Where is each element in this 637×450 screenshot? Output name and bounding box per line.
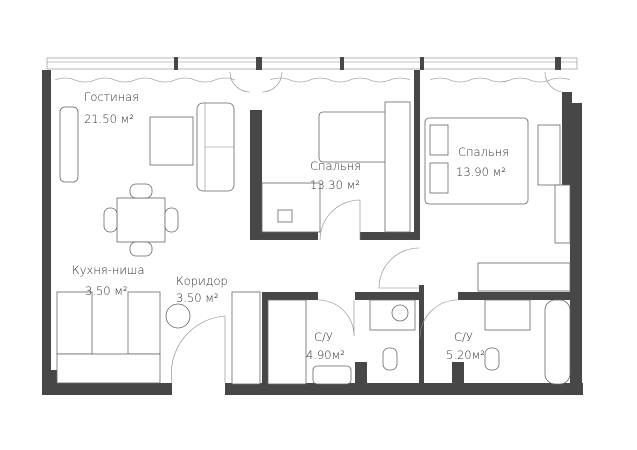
room-name: Спальня [458,145,509,159]
room-area: 3.50 м² [85,284,128,298]
room-area: 5.20м² [446,348,485,362]
room-name: Спальня [310,159,361,173]
room-name: Кухня-ниша [72,263,145,277]
room-name: С/У [454,330,473,344]
room-bathroom-1: С/У 4.90м² [306,330,345,362]
walls [42,70,583,395]
doors [171,71,563,384]
room-kitchen: Кухня-ниша 3.50 м² [72,263,145,298]
curtains [54,77,571,83]
room-bedroom-2: Спальня 13.90 м² [456,145,509,179]
room-corridor: Коридор 3.50 м² [176,274,228,305]
window-strip [46,57,578,70]
room-name: Гостиная [84,90,139,104]
room-area: 13.90 м² [456,165,506,179]
room-area: 3.50 м² [176,291,219,305]
room-name: С/У [314,330,333,344]
room-bedroom-1: Спальня 13.30 м² [310,159,361,192]
room-bathroom-2: С/У 5.20м² [446,330,485,362]
furniture [56,101,571,385]
room-area: 21.50 м² [84,112,134,126]
room-name: Коридор [176,274,228,288]
room-living: Гостиная 21.50 м² [84,90,139,126]
room-area: 4.90м² [306,348,345,362]
room-area: 13.30 м² [310,178,360,192]
